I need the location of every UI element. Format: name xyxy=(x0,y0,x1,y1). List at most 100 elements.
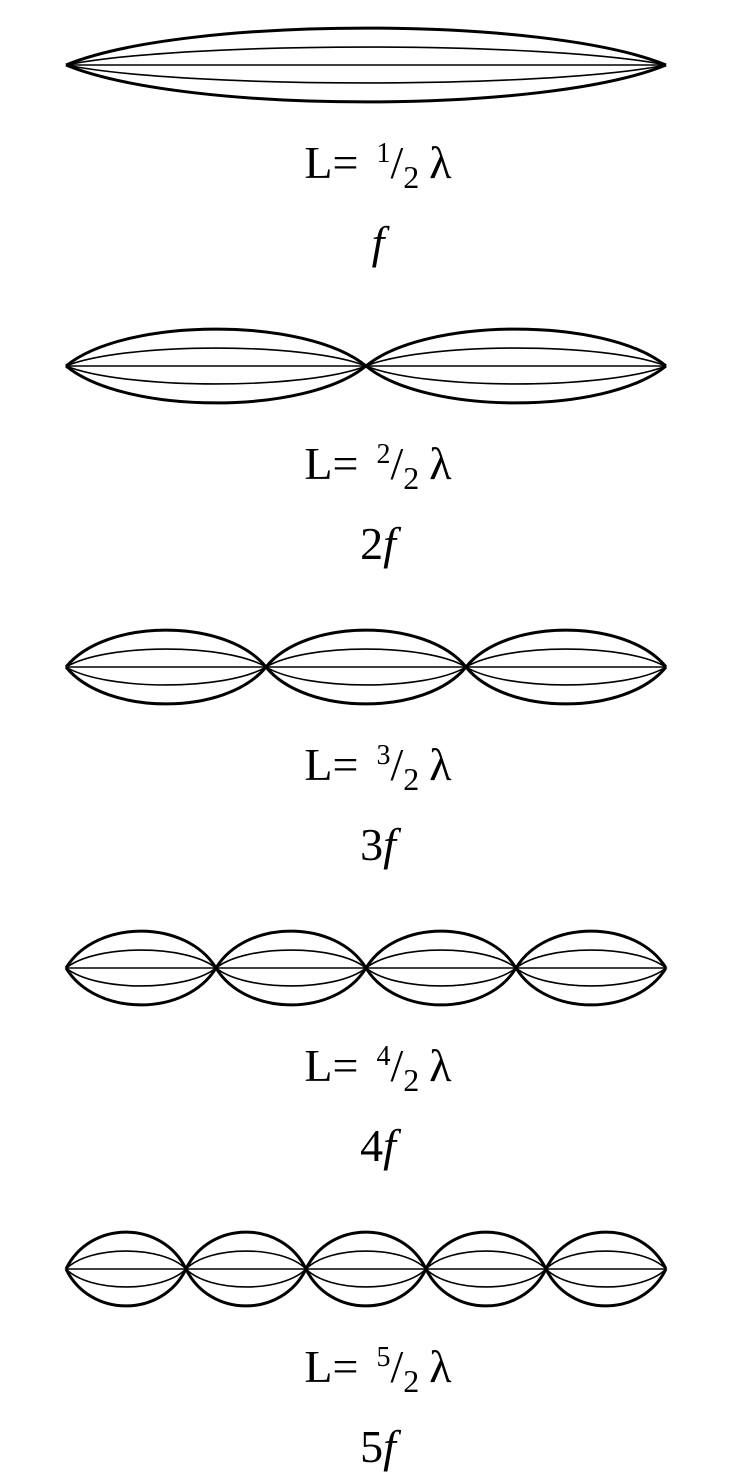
inner-upper-envelope xyxy=(425,1250,547,1270)
fraction-numerator: 3 xyxy=(376,740,391,771)
fraction-denominator: 2 xyxy=(403,761,420,797)
frequency-multiplier: 2 xyxy=(360,518,384,569)
inner-upper-envelope xyxy=(515,949,667,969)
outer-lower-envelope xyxy=(464,666,668,706)
outer-upper-envelope xyxy=(264,628,468,668)
inner-upper-envelope xyxy=(365,949,517,969)
inner-upper-envelope xyxy=(65,347,367,367)
inner-lower-envelope xyxy=(65,365,367,385)
inner-lower-envelope xyxy=(465,666,667,686)
outer-lower-envelope xyxy=(365,364,667,405)
outer-upper-envelope xyxy=(304,1230,428,1270)
inner-upper-envelope xyxy=(265,648,467,668)
outer-upper-envelope xyxy=(64,929,218,969)
fraction: 3/2 xyxy=(376,740,419,796)
inner-lower-envelope xyxy=(425,1268,547,1288)
inner-lower-envelope xyxy=(65,1268,187,1288)
outer-upper-envelope xyxy=(514,929,668,969)
outer-lower-envelope xyxy=(514,967,668,1007)
fraction: 2/2 xyxy=(376,439,419,495)
inner-lower-envelope xyxy=(515,967,667,987)
wavelength-symbol: λ xyxy=(429,438,452,489)
wavelength-symbol: λ xyxy=(429,137,452,188)
fraction-numerator: 5 xyxy=(376,1342,391,1373)
frequency-label: f xyxy=(0,220,756,266)
frequency-label: 2f xyxy=(0,521,756,567)
outer-upper-envelope xyxy=(64,628,268,668)
inner-upper-envelope xyxy=(545,1250,667,1270)
outer-lower-envelope xyxy=(65,364,367,405)
frequency-label: 3f xyxy=(0,822,756,868)
outer-lower-envelope xyxy=(424,1268,548,1308)
frequency-symbol: f xyxy=(383,1120,396,1171)
outer-upper-envelope xyxy=(544,1230,668,1270)
fraction-numerator: 1 xyxy=(376,138,391,169)
inner-lower-envelope xyxy=(545,1268,667,1288)
inner-lower-envelope xyxy=(215,967,367,987)
outer-lower-envelope xyxy=(544,1268,668,1308)
inner-lower-envelope xyxy=(65,967,217,987)
frequency-symbol: f xyxy=(383,518,396,569)
outer-lower-envelope xyxy=(264,666,468,706)
fraction-denominator: 2 xyxy=(403,1363,420,1399)
fraction-denominator: 2 xyxy=(403,159,420,195)
outer-upper-envelope xyxy=(424,1230,548,1270)
outer-lower-envelope xyxy=(64,1268,188,1308)
outer-lower-envelope xyxy=(364,967,518,1007)
fraction-slash: / xyxy=(390,137,404,188)
fraction: 1/2 xyxy=(376,137,419,194)
inner-lower-envelope xyxy=(265,666,467,686)
fraction: 5/2 xyxy=(376,1341,419,1398)
frequency-multiplier: 4 xyxy=(360,1120,384,1171)
inner-upper-envelope xyxy=(65,1250,187,1270)
outer-upper-envelope xyxy=(64,1230,188,1270)
inner-upper-envelope xyxy=(65,46,667,66)
fraction-slash: / xyxy=(390,1341,404,1392)
fraction-denominator: 2 xyxy=(403,460,420,496)
outer-lower-envelope xyxy=(64,967,218,1007)
inner-lower-envelope xyxy=(185,1268,307,1288)
outer-lower-envelope xyxy=(214,967,368,1007)
inner-upper-envelope xyxy=(65,648,267,668)
inner-upper-envelope xyxy=(185,1250,307,1270)
fraction-slash: / xyxy=(390,1040,404,1091)
wavelength-symbol: λ xyxy=(429,1341,452,1392)
fraction-denominator: 2 xyxy=(403,1062,420,1098)
outer-upper-envelope xyxy=(365,327,667,368)
frequency-multiplier: 5 xyxy=(360,1421,384,1472)
equals-sign: = xyxy=(332,1040,359,1091)
frequency-symbol: f xyxy=(383,1421,396,1472)
outer-upper-envelope xyxy=(65,26,667,67)
wavelength-symbol: λ xyxy=(429,739,452,790)
outer-upper-envelope xyxy=(65,327,367,368)
frequency-label: 4f xyxy=(0,1123,756,1169)
inner-upper-envelope xyxy=(305,1250,427,1270)
inner-upper-envelope xyxy=(65,949,217,969)
equals-sign: = xyxy=(332,1341,359,1392)
frequency-label: 5f xyxy=(0,1424,756,1470)
inner-lower-envelope xyxy=(365,967,517,987)
inner-upper-envelope xyxy=(365,347,667,367)
equals-sign: = xyxy=(332,438,359,489)
length-symbol: L xyxy=(304,438,333,489)
outer-lower-envelope xyxy=(304,1268,428,1308)
fraction-numerator: 4 xyxy=(376,1041,391,1072)
outer-upper-envelope xyxy=(364,929,518,969)
equals-sign: = xyxy=(332,739,359,790)
outer-upper-envelope xyxy=(184,1230,308,1270)
fraction-numerator: 2 xyxy=(376,439,391,470)
frequency-symbol: f xyxy=(383,819,396,870)
